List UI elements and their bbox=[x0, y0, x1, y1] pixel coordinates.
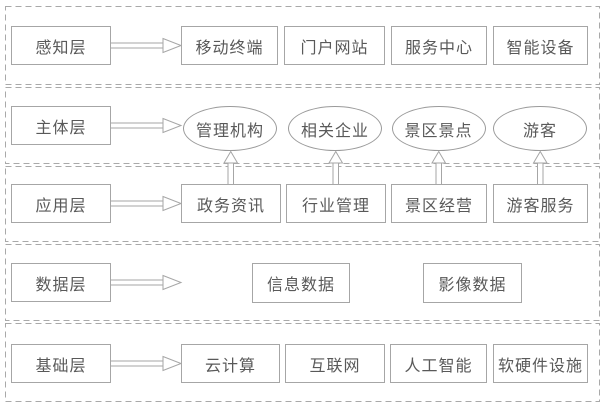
node-mobile-terminal: 移动终端 bbox=[181, 26, 278, 65]
node-information-data: 信息数据 bbox=[252, 263, 350, 303]
right-arrow-icon bbox=[111, 274, 183, 291]
band-outline-perception bbox=[5, 6, 600, 85]
layer-label-data: 数据层 bbox=[11, 263, 111, 302]
up-arrow-icon bbox=[532, 150, 548, 184]
node-artificial-intelligence: 人工智能 bbox=[390, 344, 487, 383]
node-related-enterprise: 相关企业 bbox=[288, 106, 382, 151]
layer-label-subject: 主体层 bbox=[11, 106, 111, 145]
band-outline-subject bbox=[5, 87, 600, 164]
node-hardware-software-facility: 软硬件设施 bbox=[493, 344, 588, 383]
node-smart-device: 智能设备 bbox=[493, 26, 588, 65]
up-arrow-icon bbox=[328, 150, 344, 184]
node-scenic-spot: 景区景点 bbox=[391, 106, 486, 151]
node-government-info: 政务资讯 bbox=[181, 184, 281, 223]
band-outline-data bbox=[5, 244, 600, 321]
layer-label-perception: 感知层 bbox=[11, 26, 111, 65]
band-outline-application bbox=[5, 166, 600, 242]
node-industry-management: 行业管理 bbox=[286, 184, 386, 223]
band-outline-infrastructure bbox=[5, 323, 600, 402]
right-arrow-icon bbox=[111, 117, 183, 134]
node-scenic-operation: 景区经营 bbox=[391, 184, 487, 223]
up-arrow-icon bbox=[223, 150, 239, 184]
right-arrow-icon bbox=[111, 355, 183, 372]
node-tourist-service: 游客服务 bbox=[493, 184, 588, 223]
node-tourist: 游客 bbox=[493, 106, 587, 151]
layer-label-application: 应用层 bbox=[11, 184, 111, 223]
right-arrow-icon bbox=[111, 37, 183, 54]
layer-label-infrastructure: 基础层 bbox=[11, 344, 111, 383]
node-cloud-computing: 云计算 bbox=[181, 344, 280, 383]
up-arrow-icon bbox=[431, 150, 447, 184]
node-image-data: 影像数据 bbox=[423, 263, 522, 303]
node-internet: 互联网 bbox=[285, 344, 385, 383]
right-arrow-icon bbox=[111, 195, 183, 212]
node-management-agency: 管理机构 bbox=[183, 106, 277, 151]
node-portal-website: 门户网站 bbox=[284, 26, 385, 65]
node-service-center: 服务中心 bbox=[391, 26, 487, 65]
